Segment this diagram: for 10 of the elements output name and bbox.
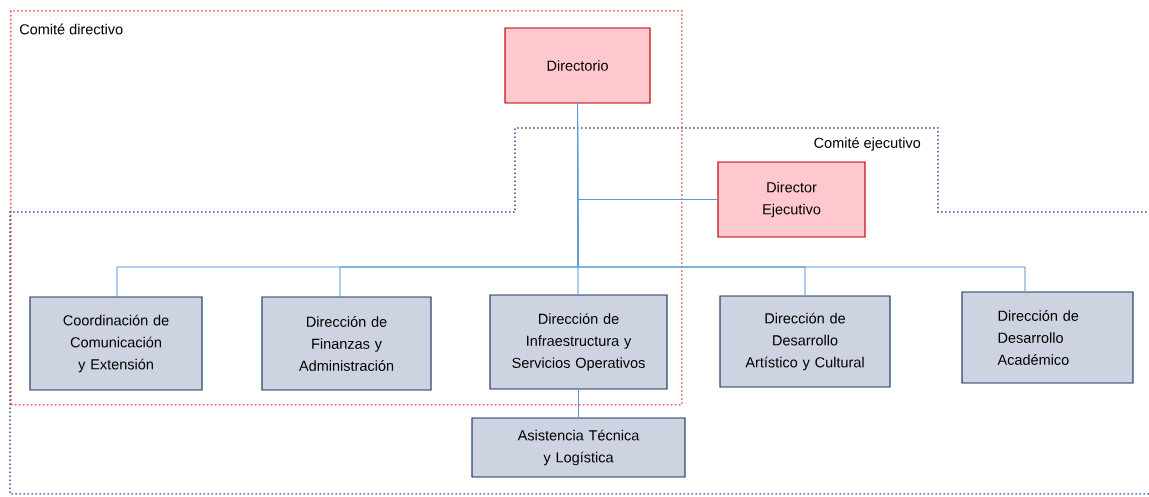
connector-line xyxy=(577,103,1026,292)
unit-box: Coordinación de Comunicación y Extensión xyxy=(29,296,203,391)
unit-box: Dirección de Finanzas y Administración xyxy=(261,296,432,391)
person-box: Director Ejecutivo xyxy=(717,161,866,238)
person-box: Directorio xyxy=(504,27,651,104)
connector-line xyxy=(578,389,579,418)
unit-box: Dirección de Desarrollo Artístico y Cultural xyxy=(719,295,891,388)
unit-box: Asistencia Técnica y Logística xyxy=(471,417,686,478)
unit-box: Dirección de Infraestructura y Servicios Operativos xyxy=(489,294,668,390)
unit-box: Dirección de Desarrollo Académico xyxy=(961,291,1134,384)
